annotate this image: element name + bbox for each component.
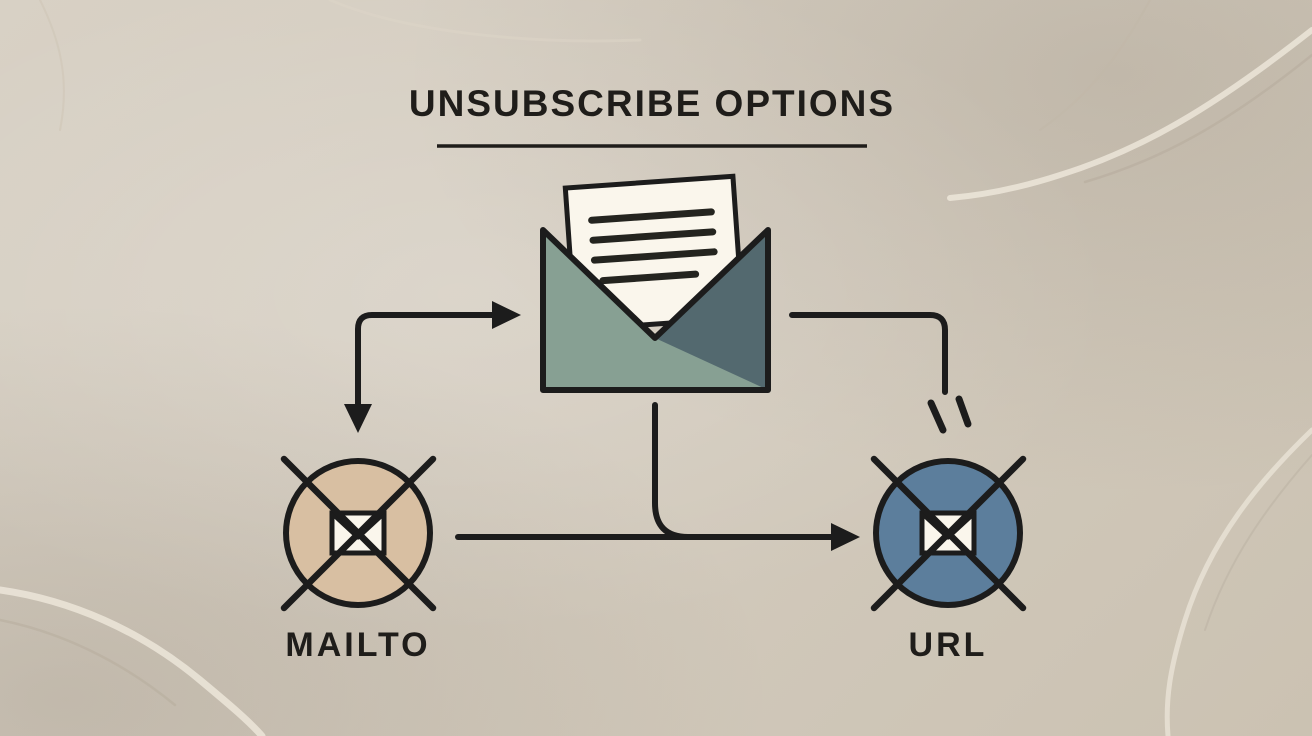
url-cross-icon	[870, 455, 1027, 612]
email-envelope-icon	[540, 173, 771, 393]
arrowhead-down-to-mailto	[344, 404, 372, 433]
envelope-outline	[540, 227, 771, 393]
arrow-envelope-to-url	[789, 312, 948, 395]
arrow-envelope-down	[652, 402, 691, 540]
arrowhead-right-into-url	[831, 523, 860, 551]
url-label: URL	[909, 626, 988, 664]
url-arrow-slash-2	[955, 395, 972, 428]
connectors	[344, 301, 972, 551]
arrow-envelope-to-mailto	[355, 312, 503, 417]
mailto-label: MAILTO	[285, 626, 430, 664]
arrowhead-right-into-envelope	[492, 301, 521, 329]
diagram-title-group: UNSUBSCRIBE OPTIONS	[409, 83, 895, 148]
page-title: UNSUBSCRIBE OPTIONS	[409, 83, 895, 124]
url-arrow-slash-1	[927, 399, 947, 434]
envelope-front-right	[655, 230, 768, 390]
url-node: URL	[870, 455, 1027, 664]
mailto-node: MAILTO	[280, 455, 437, 664]
mailto-cross-icon	[280, 455, 437, 612]
